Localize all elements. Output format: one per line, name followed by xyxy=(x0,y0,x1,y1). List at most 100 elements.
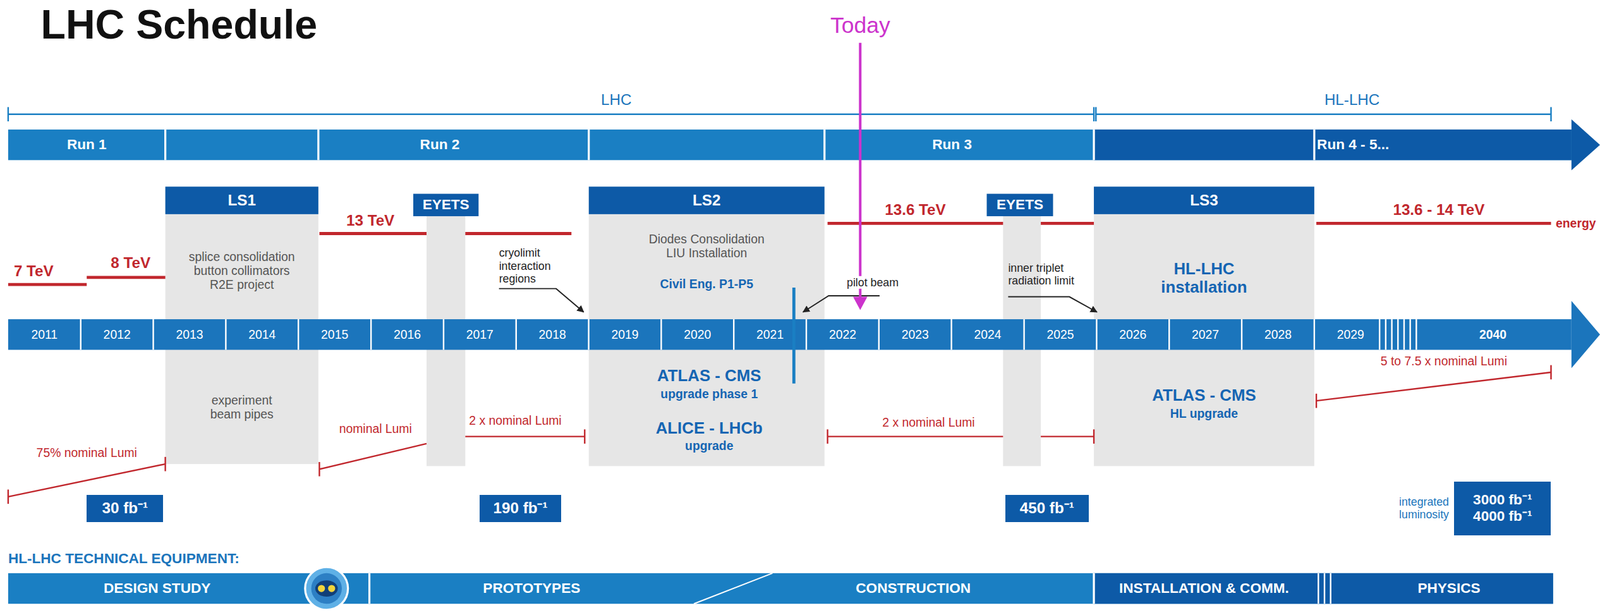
period-bracket xyxy=(1095,106,1097,122)
run-band xyxy=(1313,129,1316,160)
luminosity-line xyxy=(1040,435,1094,437)
callout-note: inner triplet radiation limit xyxy=(1007,261,1096,288)
box-heading: LS2 xyxy=(692,191,721,210)
upgrade-marker-line xyxy=(792,287,796,384)
year-axis xyxy=(1378,319,1381,350)
box-text: HL upgrade xyxy=(1170,405,1238,420)
year-axis xyxy=(660,319,662,350)
equipment-band xyxy=(8,573,1554,604)
shutdown-panel: LS1splice consolidation button collimato… xyxy=(165,186,319,464)
magnet-icon xyxy=(327,584,335,592)
magnet-icon xyxy=(317,584,325,592)
run-band xyxy=(1093,129,1572,160)
box-heading: LS1 xyxy=(228,191,256,210)
luminosity-line xyxy=(319,443,427,469)
run-band xyxy=(164,129,167,160)
year-label: 2022 xyxy=(829,327,857,342)
shutdown-header xyxy=(165,186,1315,217)
luminosity-box: 3000 fb⁻¹ 4000 fb⁻¹ xyxy=(1454,481,1551,536)
luminosity-line xyxy=(465,435,585,437)
year-axis xyxy=(950,319,952,350)
year-label: 2026 xyxy=(1119,327,1147,342)
period-bracket xyxy=(8,106,1552,122)
box-heading: 190 fb⁻¹ xyxy=(493,499,548,517)
energy-line xyxy=(1316,221,1551,225)
energy-line xyxy=(319,231,427,236)
energy-line xyxy=(465,231,572,236)
equipment-band xyxy=(1323,573,1326,604)
axis-label: energy xyxy=(1555,216,1597,231)
luminosity-box: 450 fb⁻¹ xyxy=(1005,494,1089,523)
box-heading: DESIGN STUDY xyxy=(103,580,211,597)
year-axis xyxy=(1313,319,1316,350)
box-heading: 3000 fb⁻¹ 4000 fb⁻¹ xyxy=(1466,491,1540,525)
phase-segment: PROTOTYPES xyxy=(369,573,695,604)
callout-arrow xyxy=(499,288,584,313)
box-text: upgrade phase 1 xyxy=(660,386,758,401)
run-band xyxy=(165,129,1315,160)
luminosity-line xyxy=(7,489,9,505)
box-heading: Run 1 xyxy=(66,136,107,153)
year-axis xyxy=(805,319,807,350)
run-segment: Run 3 xyxy=(824,129,1080,160)
shutdown-header xyxy=(588,186,825,215)
equipment-band xyxy=(693,573,773,604)
period-bracket xyxy=(1093,106,1095,122)
luminosity-label: nominal Lumi xyxy=(339,421,413,436)
shutdown-panel: LS3HL-LHC installationATLAS - CMSHL upgr… xyxy=(1093,186,1315,466)
callout-arrow xyxy=(499,288,1097,313)
luminosity-line xyxy=(8,463,166,497)
year-axis xyxy=(1168,319,1170,350)
energy-line xyxy=(86,275,165,279)
shutdown-header xyxy=(1093,186,1315,215)
year-label: 2028 xyxy=(1264,327,1292,342)
callout-note: pilot beam xyxy=(844,276,901,289)
equipment-band xyxy=(369,573,1331,604)
year-axis xyxy=(224,319,227,350)
equipment-band xyxy=(1317,573,1319,604)
run-segment: Run 2 xyxy=(318,129,562,160)
box-text: upgrade xyxy=(684,438,734,453)
run-band xyxy=(317,129,320,160)
year-label: 2040 xyxy=(1479,327,1507,342)
callout-note: cryolimit interaction regions xyxy=(499,247,567,286)
eyets-box: EYETS xyxy=(987,193,1054,217)
luminosity-box: 190 fb⁻¹ xyxy=(479,494,562,523)
box-heading: EYETS xyxy=(422,196,470,213)
box-text: ATLAS - CMS xyxy=(657,367,761,387)
today-arrow xyxy=(853,296,868,311)
luminosity-line xyxy=(826,429,828,444)
box-heading: Run 4 - 5... xyxy=(1316,136,1389,153)
box-text: ATLAS - CMS xyxy=(1151,386,1256,406)
year-label: 2017 xyxy=(466,327,494,342)
box-heading: CONSTRUCTION xyxy=(855,580,971,597)
page-title: LHC Schedule xyxy=(41,1,318,49)
year-label: 2014 xyxy=(248,327,276,342)
box-text: Diodes Consolidation LIU Installation xyxy=(642,231,771,261)
year-axis xyxy=(1415,319,1417,350)
luminosity-box: 30 fb⁻¹ xyxy=(86,494,164,523)
shutdown-panel: LS2Diodes Consolidation LIU Installation… xyxy=(588,186,825,466)
luminosity-label: 2 x nominal Lumi xyxy=(468,413,562,428)
magnet-icon xyxy=(305,566,349,610)
box-heading: PHYSICS xyxy=(1417,580,1480,597)
year-label: 2029 xyxy=(1337,327,1365,342)
year-axis xyxy=(587,319,589,350)
shutdown-header xyxy=(987,193,1054,217)
luminosity-line xyxy=(583,429,586,444)
year-label: 2025 xyxy=(1046,327,1074,342)
year-axis xyxy=(152,319,154,350)
year-label: 2018 xyxy=(539,327,567,342)
box-text: HL-LHC installation xyxy=(1143,259,1266,297)
shutdown-header xyxy=(165,186,319,215)
year-axis xyxy=(80,319,82,350)
energy-label: 13.6 - 14 TeV xyxy=(1392,200,1485,219)
year-label: 2024 xyxy=(974,327,1002,342)
year-axis xyxy=(1390,319,1393,350)
energy-label: 13 TeV xyxy=(346,211,395,230)
luminosity-line xyxy=(1315,393,1317,409)
period-bracket xyxy=(7,106,9,122)
box-heading: INSTALLATION & COMM. xyxy=(1119,580,1290,597)
